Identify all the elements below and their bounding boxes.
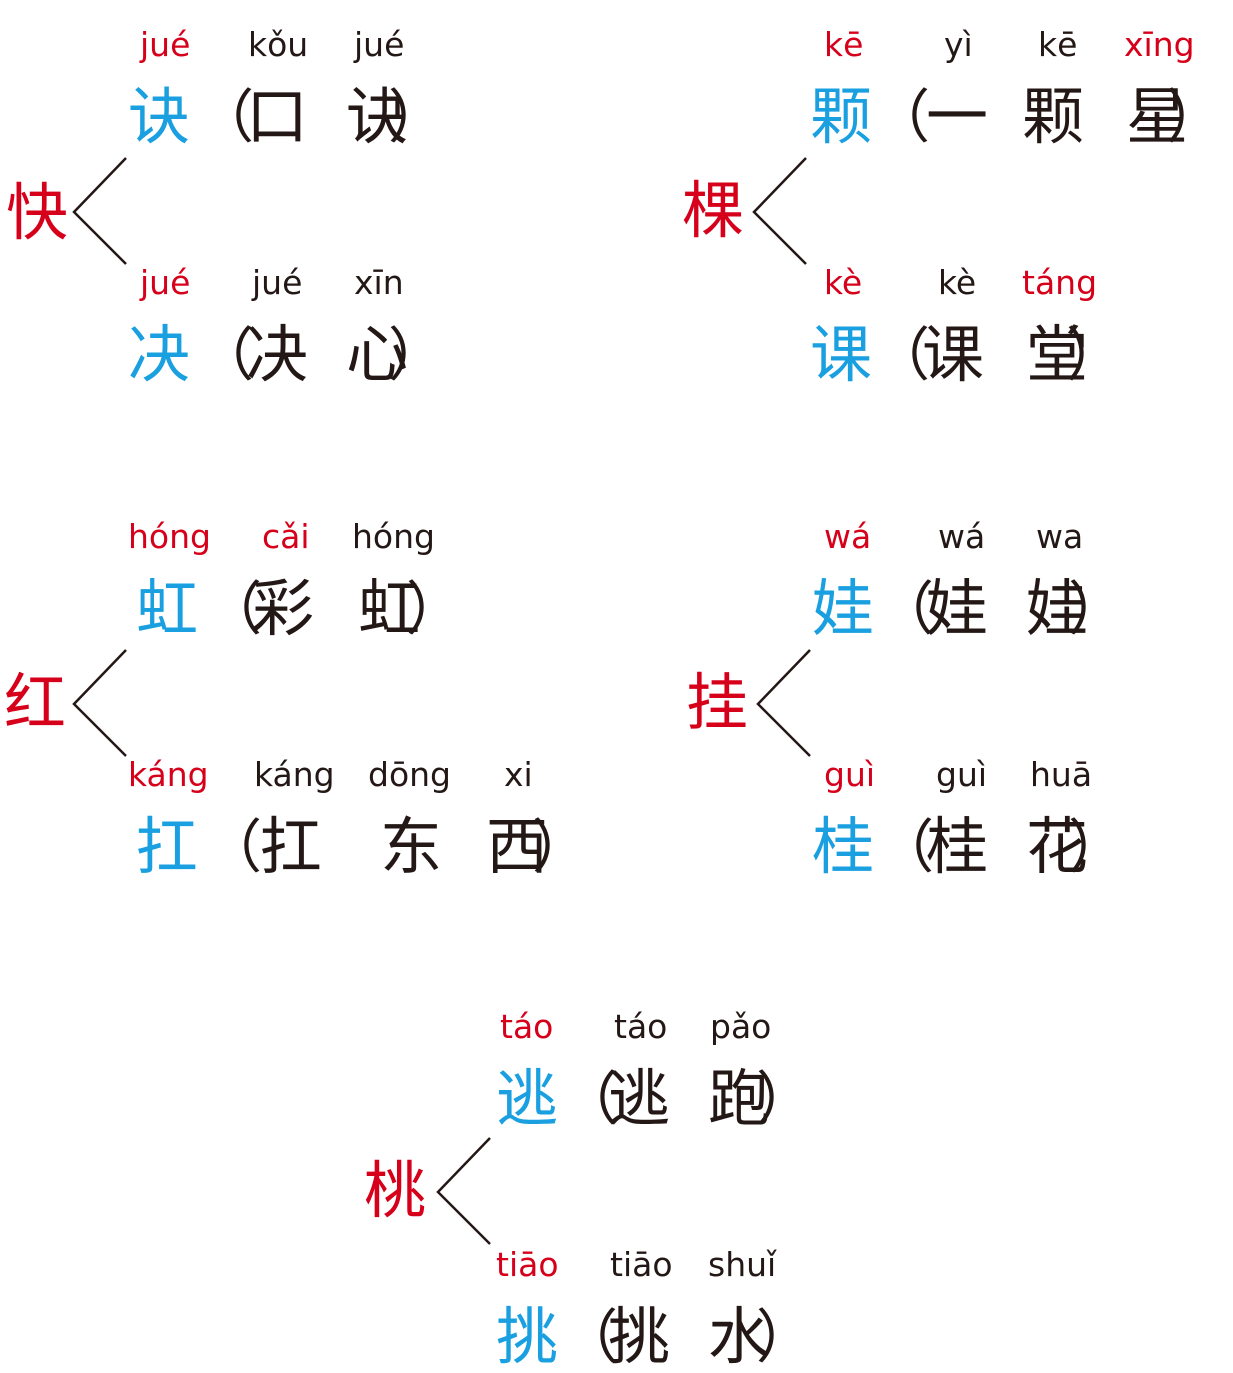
pinyin: hóng	[128, 517, 211, 556]
word-char: 挑	[496, 1300, 559, 1373]
close-paren: ）	[388, 83, 447, 151]
pinyin: kē	[1038, 25, 1078, 64]
open-paren: （	[872, 321, 931, 389]
pinyin: kǒu	[248, 25, 309, 64]
word-char: 娃	[812, 572, 875, 645]
branch-lines	[752, 157, 807, 265]
close-paren: ）	[532, 813, 591, 881]
word-char: 一	[926, 80, 989, 153]
word-char: 决	[246, 318, 309, 391]
open-paren: （	[560, 1065, 619, 1133]
word-char: 扛	[136, 810, 199, 883]
branch-lines	[72, 649, 127, 757]
word-char: 花	[1026, 810, 1089, 883]
open-paren: （	[872, 83, 931, 151]
pinyin: cǎi	[262, 517, 310, 556]
base-char: 棵	[682, 174, 745, 247]
pinyin: xīng	[1124, 25, 1195, 64]
pinyin: káng	[128, 755, 209, 794]
char-group-2: 棵 kē yì kē xīng 颗 （ 一 颗 星 ） kè kè táng 课…	[680, 0, 1233, 420]
pinyin: jué	[252, 263, 303, 302]
pinyin: wá	[824, 517, 872, 556]
word-char: 课	[810, 318, 873, 391]
char-group-4: 挂 wá wá wa 娃 （ 娃 娃 ） guì guì huā 桂 （ 桂 花…	[684, 490, 1233, 910]
base-char: 挂	[686, 666, 749, 739]
char-group-1: 快 jué kǒu jué 诀 （ 口 诀 ） jué jué xīn 决 （ …	[0, 0, 600, 420]
char-group-5: 桃 táo táo pǎo 逃 （ 逃 跑 ） tiāo tiāo shuǐ 挑…	[362, 980, 862, 1373]
pinyin: tiāo	[610, 1245, 673, 1284]
word-char: 堂	[1026, 318, 1089, 391]
pinyin: xi	[504, 755, 533, 794]
pinyin: táng	[1022, 263, 1098, 302]
close-paren: ）	[1166, 83, 1225, 151]
pinyin: jué	[140, 263, 191, 302]
branch-lines	[756, 649, 811, 757]
branch-lines	[436, 1137, 491, 1245]
pinyin: guì	[824, 755, 876, 794]
pinyin: shuǐ	[708, 1245, 777, 1284]
pinyin: hóng	[352, 517, 435, 556]
open-paren: （	[204, 813, 263, 881]
word-char: 诀	[128, 80, 191, 153]
pinyin: jué	[354, 25, 405, 64]
open-paren: （	[876, 813, 935, 881]
word-char: 娃	[1026, 572, 1089, 645]
pinyin: yì	[944, 25, 973, 64]
open-paren: （	[196, 321, 255, 389]
close-paren: ）	[388, 321, 447, 389]
pinyin: jué	[140, 25, 191, 64]
pinyin: xīn	[354, 263, 404, 302]
pinyin: dōng	[368, 755, 451, 794]
pinyin: kè	[824, 263, 863, 302]
word-char: 诀	[346, 80, 409, 153]
close-paren: ）	[756, 1303, 815, 1371]
word-char: 颗	[810, 80, 873, 153]
open-paren: （	[204, 575, 263, 643]
word-char: 彩	[252, 572, 315, 645]
word-char: 桂	[812, 810, 875, 883]
word-char: 跑	[708, 1062, 771, 1135]
word-char: 虹	[358, 572, 421, 645]
pinyin: táo	[500, 1007, 554, 1046]
word-char: 挑	[608, 1300, 671, 1373]
open-paren: （	[560, 1303, 619, 1371]
pinyin: táo	[614, 1007, 668, 1046]
pinyin: guì	[936, 755, 988, 794]
word-char: 星	[1126, 80, 1189, 153]
pinyin: tiāo	[496, 1245, 559, 1284]
pinyin: wa	[1036, 517, 1084, 556]
char-group-3: 红 hóng cǎi hóng 虹 （ 彩 虹 ） káng káng dōng…	[0, 490, 620, 910]
word-char: 决	[128, 318, 191, 391]
word-char: 西	[486, 810, 549, 883]
base-char: 红	[4, 666, 67, 739]
word-char: 心	[346, 318, 409, 391]
word-char: 水	[708, 1300, 771, 1373]
open-paren: （	[196, 83, 255, 151]
word-char: 口	[246, 80, 309, 153]
base-char: 快	[6, 176, 69, 249]
branch-lines	[72, 157, 127, 265]
pinyin: kè	[938, 263, 977, 302]
pinyin: káng	[254, 755, 335, 794]
base-char: 桃	[364, 1154, 427, 1227]
word-char: 颗	[1022, 80, 1085, 153]
pinyin: pǎo	[710, 1007, 772, 1046]
pinyin: huā	[1030, 755, 1093, 794]
word-char: 娃	[926, 572, 989, 645]
word-char: 东	[380, 810, 443, 883]
word-char: 逃	[496, 1062, 559, 1135]
word-char: 逃	[608, 1062, 671, 1135]
pinyin: wá	[938, 517, 986, 556]
close-paren: ）	[756, 1065, 815, 1133]
word-char: 扛	[260, 810, 323, 883]
open-paren: （	[876, 575, 935, 643]
close-paren: ）	[1066, 321, 1125, 389]
pinyin: kē	[824, 25, 864, 64]
word-char: 课	[922, 318, 985, 391]
close-paren: ）	[1068, 813, 1127, 881]
word-char: 虹	[136, 572, 199, 645]
close-paren: ）	[1068, 575, 1127, 643]
word-char: 桂	[926, 810, 989, 883]
close-paren: ）	[406, 575, 465, 643]
